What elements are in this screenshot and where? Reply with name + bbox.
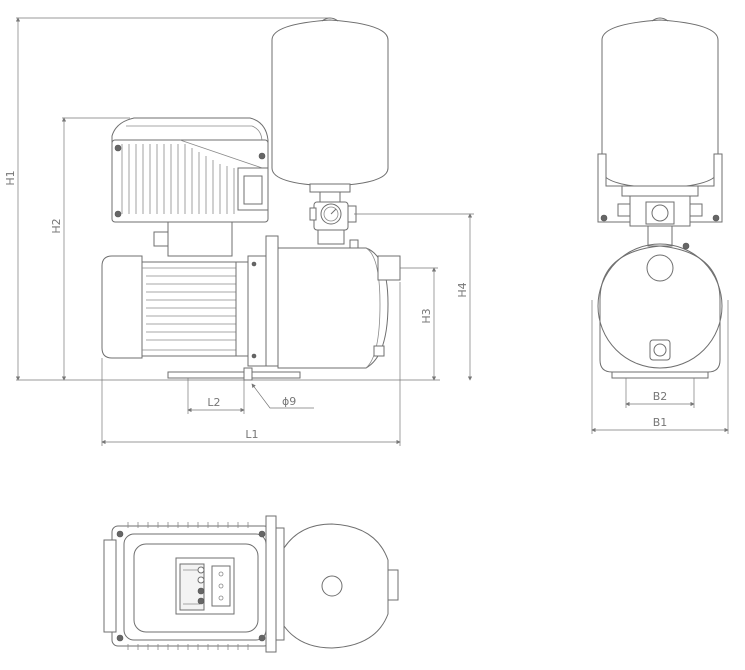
front-pump-body	[597, 242, 723, 379]
label-h2: H2	[50, 218, 63, 233]
front-view	[591, 17, 729, 434]
pump-body	[247, 235, 401, 369]
label-hole-diameter: ϕ9	[282, 395, 296, 408]
heatsink-fins	[121, 144, 235, 214]
label-b2: B2	[653, 390, 668, 403]
top-pump	[265, 515, 399, 653]
side-view	[15, 17, 474, 446]
label-l1: L1	[245, 428, 258, 441]
front-pressure-tank	[601, 17, 719, 189]
motor	[101, 255, 249, 359]
front-bracket	[597, 153, 723, 247]
front-dimensions	[591, 300, 729, 434]
label-h4: H4	[456, 282, 469, 297]
label-h1: H1	[4, 170, 17, 185]
top-view	[103, 515, 399, 653]
control-panel	[175, 557, 235, 615]
label-b1: B1	[653, 416, 668, 429]
controller-housing	[111, 117, 269, 257]
valve-assembly	[309, 201, 359, 251]
pressure-tank	[271, 17, 389, 203]
label-l2: L2	[207, 396, 220, 409]
top-controller	[103, 522, 271, 650]
label-h3: H3	[420, 308, 433, 323]
dimension-labels: H1 H2 H3 H4 L1 L2 ϕ9 B1 B2	[4, 170, 667, 441]
side-dimensions	[15, 17, 474, 446]
top-fins	[127, 522, 249, 650]
